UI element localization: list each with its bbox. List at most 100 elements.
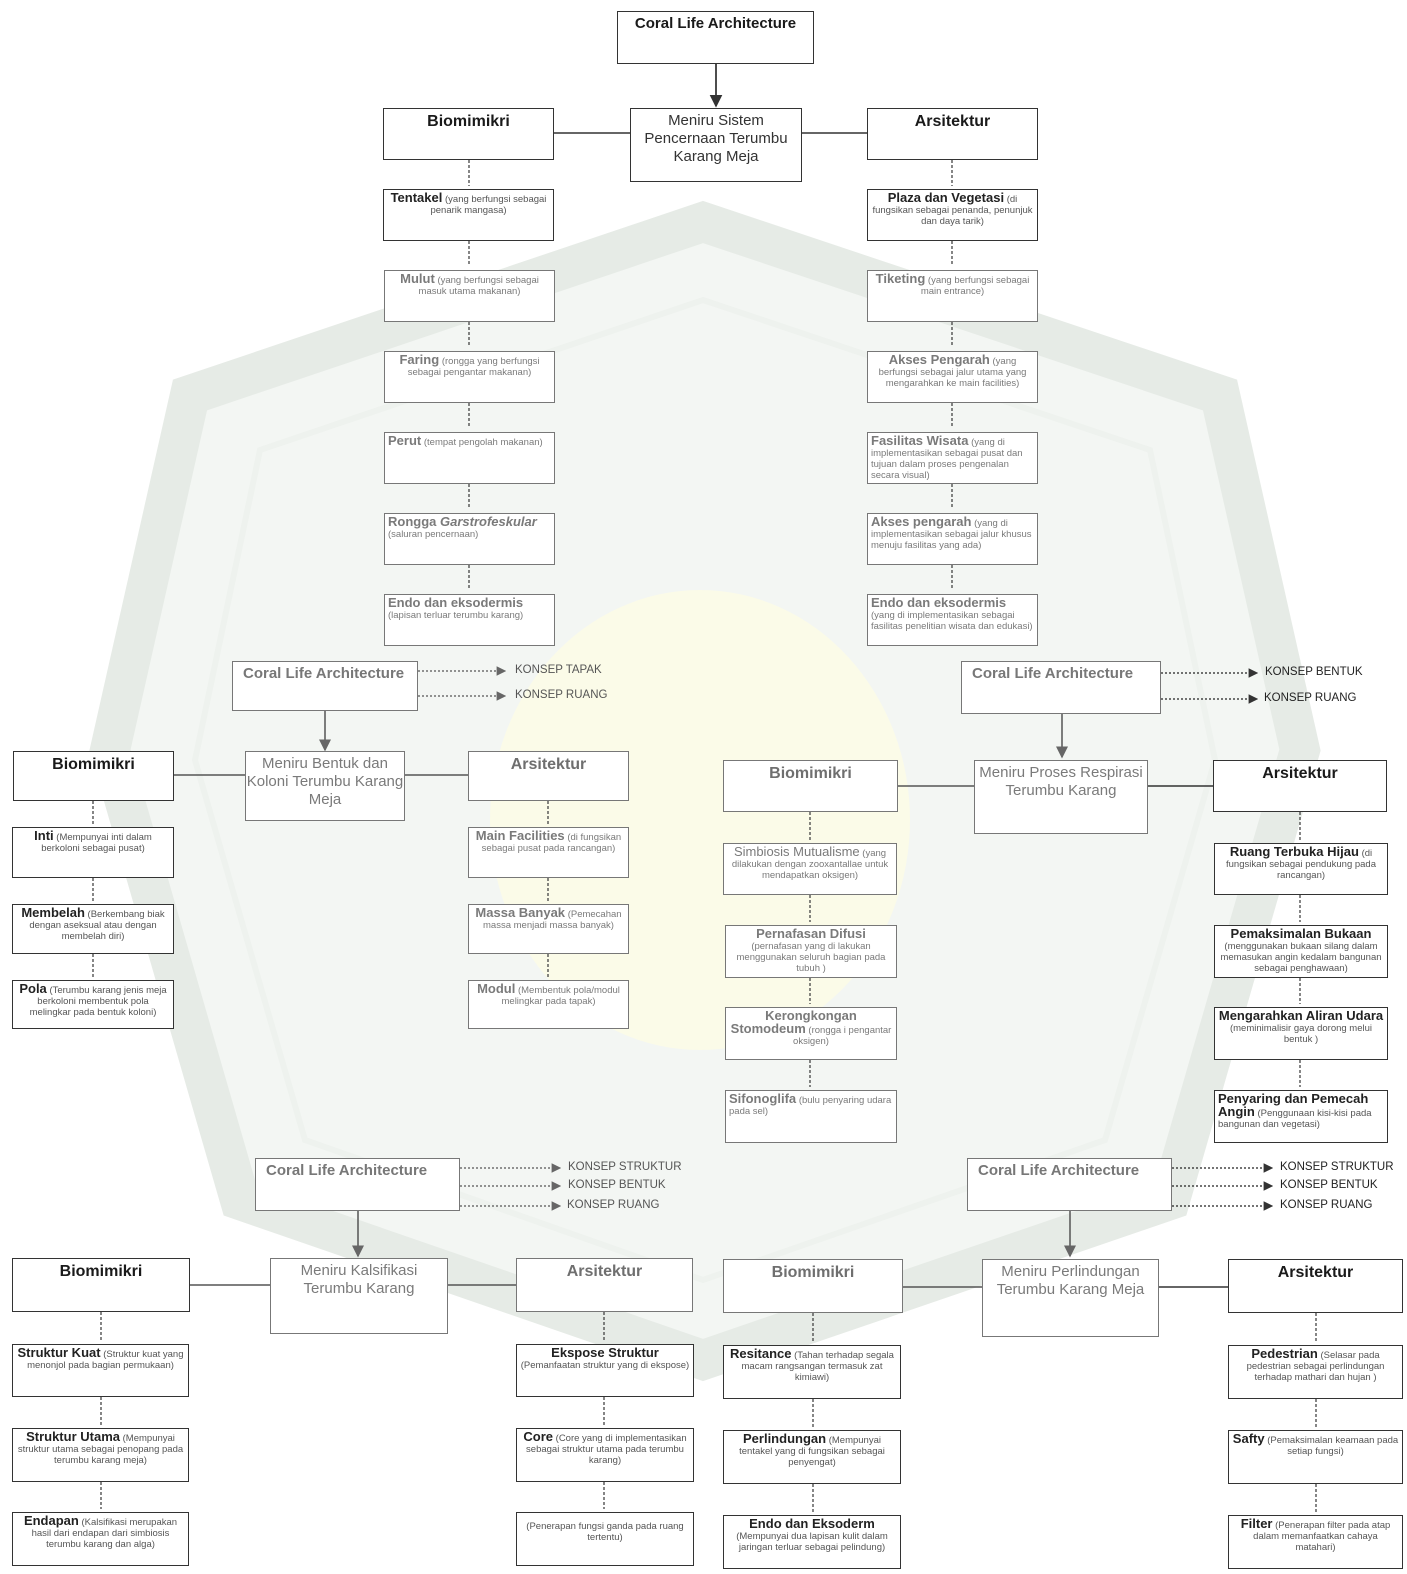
center-label: Meniru Kalsifikasi Terumbu Karang [300,1262,418,1297]
bot-left-right-item-0: Ekspose Struktur(Pemanfaatan struktur ya… [516,1344,694,1397]
item-desc: (Mempunyai struktur utama sebagai penopa… [17,1433,184,1466]
mid-left-konsep-0: KONSEP TAPAK [515,664,602,676]
item-term: Main Facilities [475,828,565,843]
item-desc: (rongga i pengantar oksigen) [793,1025,892,1047]
mid-right-center-box: Meniru Proses Respirasi Terumbu Karang [974,760,1148,834]
mid-left-left-item-1: Membelah (Berkembang biak dengan aseksua… [12,904,174,954]
center-label: Meniru Bentuk dan Koloni Terumbu Karang … [246,755,404,808]
main-title: Coral Life Architecture [634,15,797,32]
mid-right-biomimikri-header: Biomimikri [723,760,898,812]
mid-left-konsep-1: KONSEP RUANG [515,689,608,701]
item-desc: (menggunakan bukaan silang dalam memasuk… [1220,941,1382,974]
mid-right-right-item-1: Pemaksimalan Bukaan(menggunakan bukaan s… [1214,925,1388,978]
item-term: Pemaksimalan Bukaan [1230,926,1372,941]
bot-left-biomimikri-header: Biomimikri [12,1258,190,1312]
header-label: Arsitektur [914,113,991,130]
item-term: Akses pengarah [871,514,972,529]
item-term: Tentakel [390,190,443,205]
top-right-item-3: Fasilitas Wisata (yang di implementasika… [867,432,1038,484]
top-right-item-2: Akses Pengarah (yang berfungsi sebagai j… [867,351,1038,403]
item-desc: (di fungsikan sebagai pusat pada rancang… [481,832,622,854]
center-label: Meniru Sistem Pencernaan Terumbu Karang … [644,112,788,165]
top-right-item-5: Endo dan eksodermis(yang di implementasi… [867,594,1038,646]
item-desc: (pernafasan yang di lakukan menggunakan … [736,941,886,974]
item-desc: (bulu penyaring udara pada sel) [729,1095,892,1117]
mid-left-cla-box: Coral Life Architecture [232,661,418,711]
item-term: Struktur Utama [26,1429,120,1444]
header-label: Arsitektur [566,1263,643,1280]
bot-right-left-item-1: Perlindungan (Mempunyai tentakel yang di… [723,1430,901,1484]
item-term: Endapan [23,1513,79,1528]
mid-left-arsitektur-header: Arsitektur [468,751,629,801]
top-left-item-2: Faring (rongga yang berfungsi sebagai pe… [384,351,555,403]
center-label: Meniru Perlindungan Terumbu Karang Meja [996,1263,1145,1298]
item-term: Fasilitas Wisata [871,433,969,448]
item-desc: (yang dilakukan dengan zooxantallae untu… [731,848,889,881]
mid-right-left-item-1: Pernafasan Difusi(pernafasan yang di lak… [725,925,897,978]
cla-label: Coral Life Architecture [266,1162,428,1179]
item-desc: (yang berfungsi sebagai main entrance) [920,275,1030,297]
bot-left-konsep-0: KONSEP STRUKTUR [568,1161,682,1173]
item-desc: (yang berfungsi sebagai masuk utama maka… [418,275,539,297]
item-term: Ruang Terbuka Hijau [1229,844,1359,859]
mid-right-right-item-3: Penyaring dan Pemecah Angin (Penggunaan … [1214,1090,1388,1143]
item-term: Plaza dan Vegetasi [887,190,1005,205]
header-label: Biomimikri [52,756,135,773]
top-right-item-4: Akses pengarah (yang di implementasikan … [867,513,1038,565]
item-term: Modul [477,981,516,996]
item-desc: (di fungsikan sebagai penanda, penunjuk … [872,194,1033,227]
header-label: Biomimikri [771,1264,855,1281]
item-desc: (di fungsikan sebagai pendukung pada ran… [1225,848,1376,881]
item-term: Rongga [388,514,440,529]
item-desc: (rongga yang berfungsi sebagai pengantar… [407,356,540,378]
top-left-item-3: Perut (tempat pengolah makanan) [384,432,555,484]
bot-right-left-item-0: Resitance (Tahan terhadap segala macam r… [723,1345,901,1399]
item-term: Massa Banyak [475,905,566,920]
item-term: Resitance [730,1346,792,1361]
bot-left-center-box: Meniru Kalsifikasi Terumbu Karang [270,1258,448,1334]
item-desc: (yang di implementasikan sebagai pusat d… [871,437,1023,481]
bot-left-right-item-2: (Penerapan fungsi ganda pada ruang terte… [516,1512,694,1566]
item-term: Penyaring dan Pemecah Angin [1218,1091,1369,1119]
header-label: Biomimikri [769,765,852,782]
header-label: Arsitektur [1262,765,1338,782]
item-term: Safty [1232,1431,1265,1446]
top-center-box: Meniru Sistem Pencernaan Terumbu Karang … [630,108,802,182]
item-term: Endo dan eksodermis [388,595,524,610]
item-desc: (yang berfungsi sebagai penarik mangasa) [430,194,547,216]
header-label: Arsitektur [510,756,587,773]
header-label: Arsitektur [1277,1264,1354,1281]
item-term: Sifonoglifa [729,1091,797,1106]
item-term: Core [523,1429,554,1444]
item-term: Struktur Kuat [17,1345,101,1360]
mid-right-right-item-0: Ruang Terbuka Hijau (di fungsikan sebaga… [1214,843,1388,895]
item-desc: (Kalsifikasi merupakan hasil dari endapa… [31,1517,178,1550]
item-desc: (saluran pencernaan) [388,529,479,540]
item-desc: (tempat pengolah makanan) [423,437,543,448]
center-label: Meniru Proses Respirasi Terumbu Karang [979,764,1143,799]
item-term: Akses Pengarah [888,352,990,367]
top-biomimikri-header: Biomimikri [383,108,554,160]
item-term-italic: Garstrofeskular [440,514,537,529]
item-desc: (Penerapan fungsi ganda pada ruang terte… [526,1521,684,1543]
mid-left-biomimikri-header: Biomimikri [13,751,174,801]
bot-left-right-item-1: Core (Core yang di implementasikan sebag… [516,1428,694,1482]
cla-label: Coral Life Architecture [972,665,1134,682]
bot-left-left-item-1: Struktur Utama (Mempunyai struktur utama… [12,1428,189,1482]
bot-right-cla-box: Coral Life Architecture [967,1158,1172,1211]
item-desc: (yang berfungsi sebagai jalur utama yang… [878,356,1027,389]
bot-right-biomimikri-header: Biomimikri [723,1259,903,1313]
mid-right-left-item-3: Sifonoglifa (bulu penyaring udara pada s… [725,1090,897,1143]
bot-left-konsep-1: KONSEP BENTUK [568,1179,666,1191]
mid-right-arsitektur-header: Arsitektur [1213,760,1387,812]
bot-right-center-box: Meniru Perlindungan Terumbu Karang Meja [982,1259,1159,1337]
item-term: Mulut [400,271,435,286]
bot-right-left-item-2: Endo dan Eksoderm(Mempunyai dua lapisan … [723,1515,901,1569]
cla-label: Coral Life Architecture [243,665,405,682]
bot-right-right-item-0: Pedestrian (Selasar pada pedestrian seba… [1228,1345,1403,1399]
mid-right-left-item-0: Simbiosis Mutualisme (yang dilakukan den… [723,843,897,895]
top-left-item-1: Mulut (yang berfungsi sebagai masuk utam… [384,270,555,322]
mid-right-konsep-1: KONSEP RUANG [1264,692,1357,704]
item-desc: (Struktur kuat yang menonjol pada bagian… [27,1349,184,1371]
mid-left-left-item-0: Inti (Mempunyai inti dalam berkoloni seb… [12,827,174,878]
